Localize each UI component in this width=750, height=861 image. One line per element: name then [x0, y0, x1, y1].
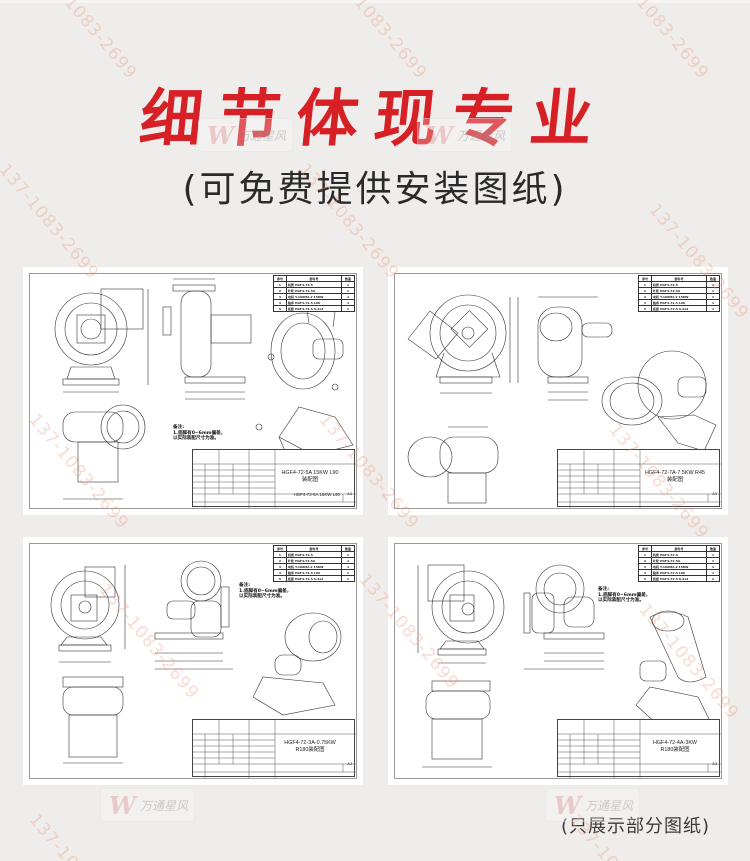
drawing-title: HGF4-72-3A-0.75KW R180装配图	[270, 740, 350, 753]
logo-text: 万通星风	[139, 798, 188, 813]
cell: 1	[341, 575, 355, 582]
logo-text: 万通星风	[584, 798, 633, 813]
notes-heading: 备注:	[239, 583, 251, 588]
sheet-size: A3	[347, 492, 352, 496]
title-block: HGF4-72-5A 15KW L90 装配图 HGF4-72-5A 15KW …	[192, 449, 356, 508]
title-line: R180装配图	[295, 746, 325, 753]
watermark-phone: 137-1083-2699	[0, 160, 103, 284]
title-block: HGF4-72-7A-7.5KW R45 装配图 A3	[557, 449, 721, 508]
notes-line: 1.底脚有0~6mm偏差，	[173, 430, 226, 436]
fan-assembly-drawing	[417, 564, 711, 768]
fan-assembly-drawing	[54, 278, 354, 500]
title-block-grid	[193, 720, 356, 778]
fan-assembly-drawing	[50, 560, 342, 764]
top-strip	[0, 0, 750, 3]
title-block-grid	[193, 450, 356, 508]
logo-mark-icon: W	[109, 790, 136, 820]
drawing-title: HGF4-72-4A-3KW R180装配图	[635, 740, 715, 753]
cell: 底座 HGF4-72-5 S-2x2	[650, 305, 708, 312]
sheet-size: A3	[712, 492, 717, 496]
sheet-border	[394, 273, 722, 509]
cell: 5	[273, 575, 287, 582]
title-block: HGF4-72-3A-0.75KW R180装配图 A3	[192, 719, 356, 778]
title-line: 装配图	[666, 476, 684, 483]
sheet-size: A3	[712, 762, 717, 766]
headline: 细节体现专业	[136, 82, 613, 155]
title-line: R180装配图	[660, 746, 690, 753]
notes-line: 1.底脚有0~6mm偏差，	[598, 592, 651, 598]
title-block-grid	[558, 720, 721, 778]
drawing-notes: 备注: 1.底脚有0~6mm偏差， 以实际装配尺寸为准。	[239, 583, 291, 600]
title-line: HGF4-72-7A-7.5KW R45	[645, 470, 705, 476]
title-line: HGF4-72-5A 15KW L90	[281, 470, 339, 476]
sheet-border	[394, 543, 722, 779]
cell: 底座 HGF4-72-5 S-2x2	[285, 305, 343, 312]
cell: 5	[273, 305, 287, 312]
fan-assembly-drawing	[407, 294, 717, 504]
title-line: 装配图	[301, 476, 319, 483]
notes-heading: 备注:	[173, 425, 185, 430]
drawing-title: HGF4-72-7A-7.5KW R45 装配图	[635, 470, 715, 483]
drawing-notes: 备注: 1.底脚有0~6mm偏差， 以实际装配尺寸为准。	[173, 425, 225, 442]
title-line: HGF4-72-3A-0.75KW	[284, 740, 336, 746]
title-line: HGF4-72-4A-3KW	[652, 740, 698, 746]
title-block-grid	[558, 450, 721, 508]
cell: 底座 HGF4-72-5 S-2x2	[285, 575, 343, 582]
cell: 1	[706, 305, 720, 312]
notes-line: 1.底脚有0~6mm偏差，	[239, 588, 292, 594]
subheadline: (可免费提供安装图纸)	[182, 169, 568, 210]
footer-note: (只展示部分图纸)	[560, 816, 711, 837]
title-block: HGF4-72-4A-3KW R180装配图 A3	[557, 719, 721, 778]
drawing-title: HGF4-72-5A 15KW L90 装配图	[270, 470, 350, 483]
sheet-size: A3	[347, 762, 352, 766]
drawing-notes: 备注: 1.底脚有0~6mm偏差， 以实际装配尺寸为准。	[598, 587, 650, 604]
sheet-border	[29, 543, 357, 779]
cell: 5	[638, 305, 652, 312]
notes-heading: 备注:	[598, 587, 610, 592]
watermark-logo: W 万通星风	[100, 788, 195, 822]
cell: 5	[638, 575, 652, 582]
sheet-border	[29, 273, 357, 509]
notes-line: 以实际装配尺寸为准。	[173, 436, 219, 442]
cell: 底座 HGF4-72-5 S-2x2	[650, 575, 708, 582]
cell: 1	[706, 575, 720, 582]
notes-line: 以实际装配尺寸为准。	[239, 594, 285, 600]
notes-line: 以实际装配尺寸为准。	[598, 598, 644, 604]
watermark-phone: 137-1083-2699	[25, 810, 133, 861]
cell: 1	[341, 305, 355, 312]
drawing-code: HGF4-72-5A 15KW L90	[293, 492, 340, 497]
